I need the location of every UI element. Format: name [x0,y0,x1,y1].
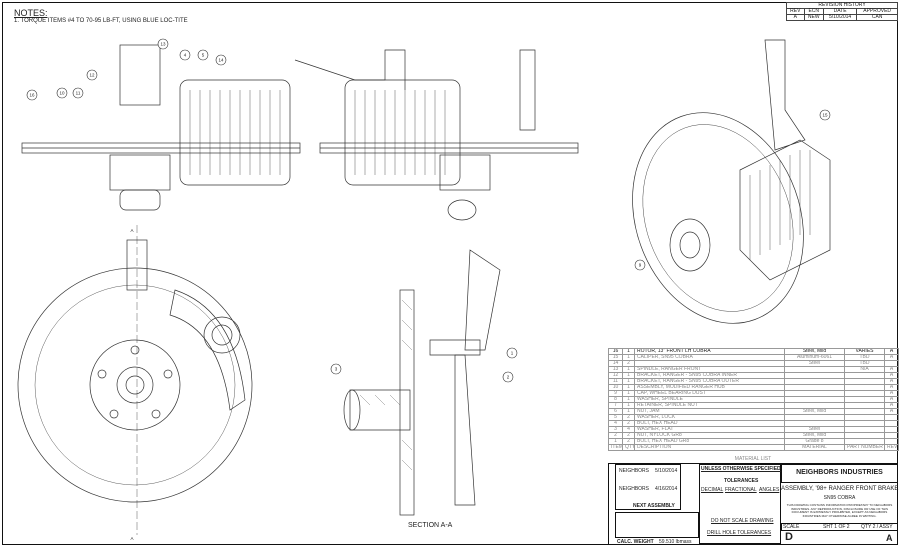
bom-cell: REV [884,444,899,451]
title-block: NEIGHBORS 5/10/2014 NEIGHBORS 4/16/2014 NE… [608,463,898,545]
checked-by: NEIGHBORS [619,486,650,492]
bom-cell: PART NUMBER [844,444,885,451]
balloon-3 [330,363,342,375]
bom-cell: ITEM [608,444,623,451]
balloon-2 [502,371,514,383]
revision-cell: 5/10/2014 [822,14,858,21]
drawing-subtitle: SN95 COBRA [823,495,856,501]
section-marker-bottom: A [130,536,133,541]
balloon-12 [86,69,98,81]
side-view-right [294,49,579,221]
tolerances-label: TOLERANCES [724,478,759,484]
balloon-label: 12 [89,73,95,78]
decimal-label: DECIMAL [701,487,724,493]
scale-row [781,523,898,531]
revision-cell: CAN [856,14,898,21]
scale-label: SCALE [783,524,800,530]
balloon-9 [634,259,646,271]
material-list-title: MATERIAL LIST [734,456,772,462]
sheet-number: SHT 1 OF 2 [823,524,850,530]
balloon-4 [179,49,191,61]
next-assembly: NEXT ASSEMBLY [633,503,675,509]
fractional-label: FRACTIONAL [725,487,757,493]
drawing-rev: A [886,533,893,543]
front-view [17,225,253,535]
drawing-title: ASSEMBLY, '98+ RANGER FRONT BRAKE [781,486,899,492]
revision-cell: NEW [803,14,824,21]
unless-specified: UNLESS OTHERWISE SPECIFIED [701,466,781,472]
balloon-15 [819,109,831,121]
balloon-10 [56,87,68,99]
approvals-box [615,464,681,510]
balloon-5 [197,49,209,61]
quantity: QTY 2 / ASSY [861,524,893,530]
notes: NOTES: 1. TORQUE ITEMS #4 TO 70-95 LB-FT… [14,8,188,24]
balloon-label: 1 [511,351,514,356]
balloon-14 [215,54,227,66]
isometric-view [632,39,831,324]
balloon-label: 4 [184,53,187,58]
checked-date: 4/16/2014 [655,486,678,492]
section-label: SECTION A-A [408,522,453,529]
company-box [781,464,898,483]
balloon-16 [26,89,38,101]
bom-cell: DESCRIPTION [634,444,785,451]
calc-weight-label: CALC. WEIGHT [617,539,654,545]
drill-hole-tolerances: DRILL HOLE TOLERANCES [707,530,772,536]
company-name: NEIGHBORS INDUSTRIES [796,469,883,476]
drawn-by: NEIGHBORS [619,468,650,474]
proprietary-notice: THIS DRAWING CONTAINS INFORMATION PROPRI… [786,503,893,518]
angles-label: ANGLES [759,487,780,493]
drawn-date: 5/10/2014 [655,468,678,474]
balloon-label: 14 [218,58,224,63]
next-assembly-box [615,512,699,538]
do-not-scale: DO NOT SCALE DRAWING [711,518,774,524]
balloon-label: 11 [76,91,81,96]
bom-cell: MATERIAL [784,444,845,451]
section-view [343,249,501,516]
bom-cell: QTY [622,444,635,451]
balloon-label: 3 [335,367,338,372]
notes-title: NOTES: [14,8,48,18]
balloon-13 [157,38,169,50]
side-view-left [21,44,301,211]
balloon-label: 10 [59,91,65,96]
balloon-label: 2 [507,375,510,380]
calc-weight: 59.510 lbmass [659,539,692,545]
balloon-label: 5 [202,53,205,58]
balloon-label: 16 [29,93,35,98]
note-1: 1. TORQUE ITEMS #4 TO 70-95 LB-FT, USING… [14,18,188,24]
balloon-label: 13 [160,42,166,47]
balloon-label: 15 [822,113,828,118]
balloon-label: 9 [639,263,642,268]
balloon-1 [506,347,518,359]
section-marker-top: A [130,228,133,233]
balloon-11 [72,87,84,99]
tolerances-box [699,464,781,544]
drawing-size: D [785,531,793,543]
